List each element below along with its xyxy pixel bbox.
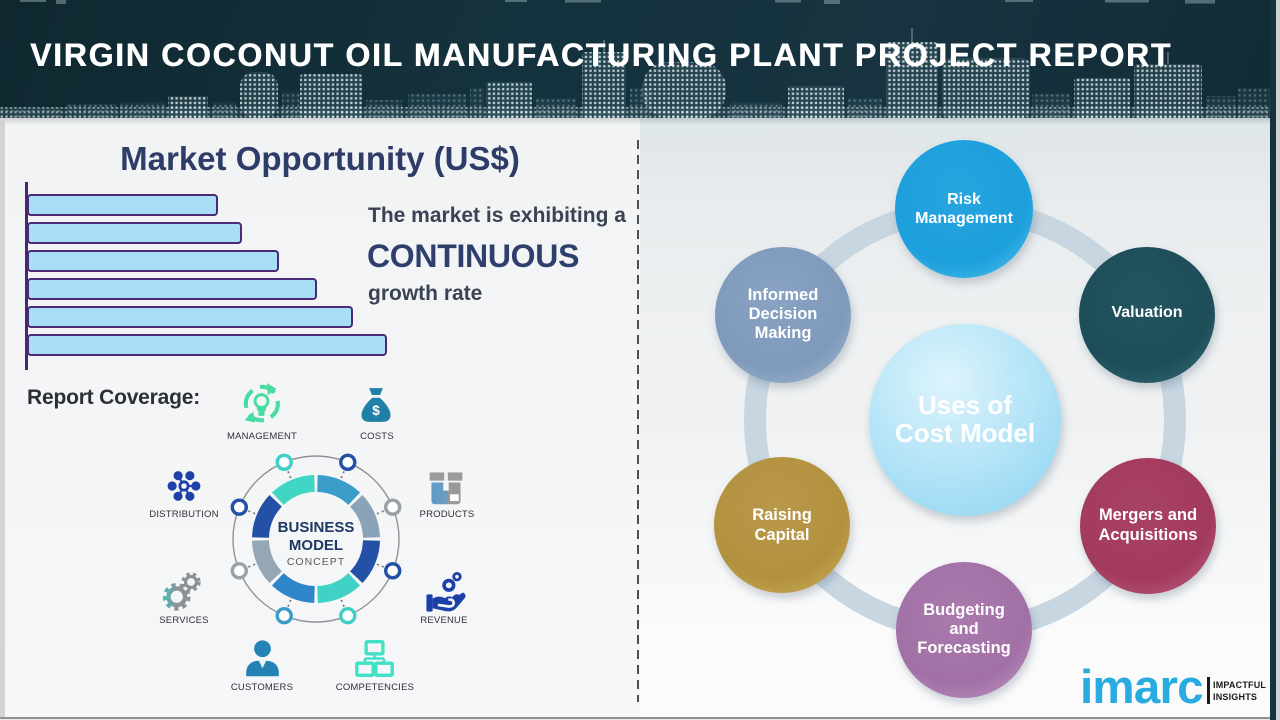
svg-text:$: $ — [372, 403, 380, 418]
svg-text:BUSINESS: BUSINESS — [278, 519, 355, 536]
svg-text:MODEL: MODEL — [289, 537, 343, 554]
svg-text:CONCEPT: CONCEPT — [287, 556, 345, 568]
